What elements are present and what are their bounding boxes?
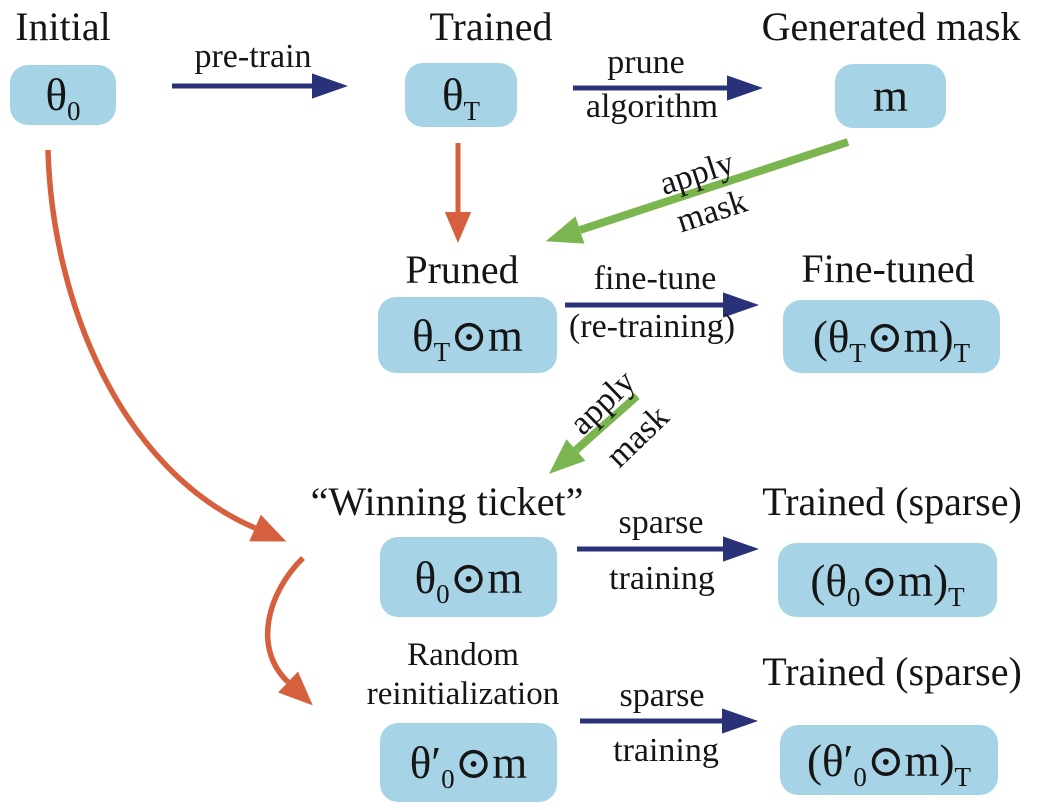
node-pruned: θT⊙m bbox=[378, 297, 557, 373]
node-trained-symbol: θT bbox=[441, 70, 481, 126]
arrow-initial-to-winning-ticket bbox=[45, 149, 287, 542]
edge-label-re-training: (re-training) bbox=[568, 308, 736, 345]
node-trained-sparse-bottom-symbol: (θ′0⊙m)T bbox=[806, 735, 972, 792]
node-generated-mask: m bbox=[835, 64, 946, 128]
edge-label-pre-train: pre-train bbox=[194, 38, 312, 75]
node-trained-sparse-bottom: (θ′0⊙m)T bbox=[780, 725, 998, 795]
edge-label-sparse-1: sparse bbox=[618, 504, 704, 541]
node-trained-sparse-top-symbol: (θ0⊙m)T bbox=[810, 555, 965, 612]
edge-label-training-2: training bbox=[613, 732, 719, 769]
node-trained-sparse-top: (θ0⊙m)T bbox=[778, 543, 997, 617]
label-trained-sparse-top: Trained (sparse) bbox=[762, 479, 1022, 524]
label-fine-tuned: Fine-tuned bbox=[801, 246, 975, 291]
label-winning-ticket: “Winning ticket” bbox=[310, 479, 584, 524]
label-random-reinitialization: Random reinitialization bbox=[366, 637, 560, 712]
node-random-reinit: θ′0⊙m bbox=[380, 723, 557, 802]
node-initial-symbol: θ0 bbox=[45, 70, 81, 126]
node-initial: θ0 bbox=[10, 65, 116, 125]
arrow-winning-to-random-reinit bbox=[264, 556, 313, 706]
node-trained: θT bbox=[405, 63, 517, 127]
label-trained-sparse-bottom: Trained (sparse) bbox=[762, 649, 1022, 694]
node-fine-tuned-symbol: (θT⊙m)T bbox=[812, 312, 971, 368]
edge-label-prune: prune bbox=[607, 44, 685, 81]
edge-label-algorithm: algorithm bbox=[585, 88, 719, 125]
node-fine-tuned: (θT⊙m)T bbox=[783, 300, 1000, 373]
node-winning-ticket: θ0⊙m bbox=[380, 537, 557, 617]
label-pruned: Pruned bbox=[405, 247, 519, 292]
node-generated-mask-symbol: m bbox=[872, 71, 908, 121]
edge-label-fine-tune: fine-tune bbox=[593, 260, 717, 297]
edge-label-training-1: training bbox=[609, 560, 715, 597]
label-initial: Initial bbox=[15, 4, 111, 49]
node-pruned-symbol: θT⊙m bbox=[412, 310, 523, 367]
label-generated-mask: Generated mask bbox=[761, 4, 1021, 49]
node-random-reinit-symbol: θ′0⊙m bbox=[409, 738, 528, 794]
edge-label-sparse-2: sparse bbox=[619, 677, 705, 714]
label-trained: Trained bbox=[429, 4, 553, 49]
node-winning-ticket-symbol: θ0⊙m bbox=[414, 552, 523, 609]
